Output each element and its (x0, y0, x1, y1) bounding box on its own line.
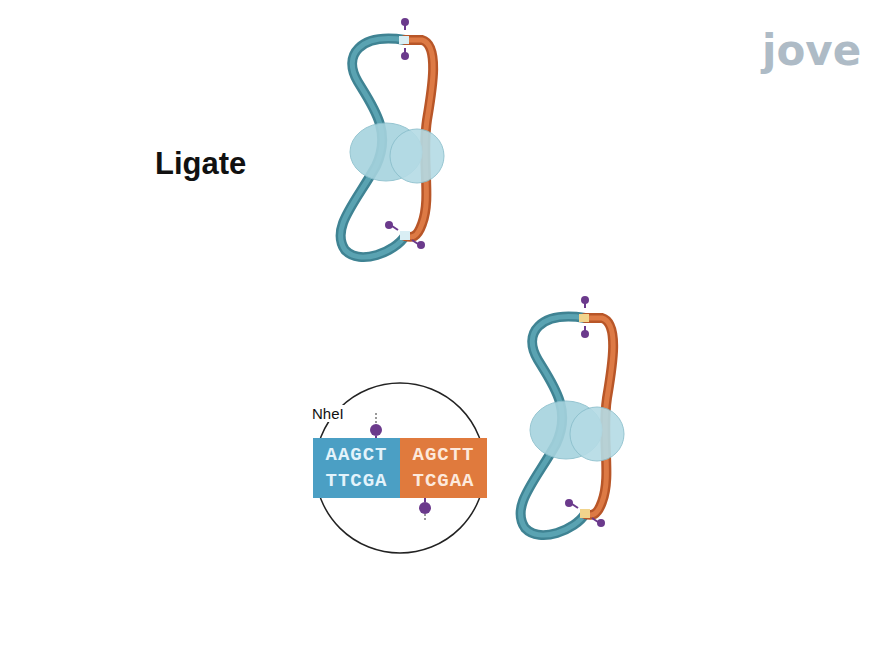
sequence-strand: TCGAA (412, 468, 474, 494)
vector-end: AAGCTTTCGA (313, 438, 400, 498)
enzyme-label: NheI (310, 405, 346, 422)
watermark: jove (762, 26, 861, 75)
step-title: Ligate (155, 146, 246, 182)
sequence-strand: AGCTT (412, 442, 474, 468)
plasmid-top (341, 18, 444, 257)
sequence-strand: AAGCT (325, 442, 387, 468)
magnified-junction: NheIAAGCTTTCGAAGCTTTCGAA (315, 383, 485, 553)
plasmid-bottom (521, 296, 624, 535)
sequence-strand: TTCGA (325, 468, 387, 494)
insert-end: AGCTTTCGAA (400, 438, 487, 498)
